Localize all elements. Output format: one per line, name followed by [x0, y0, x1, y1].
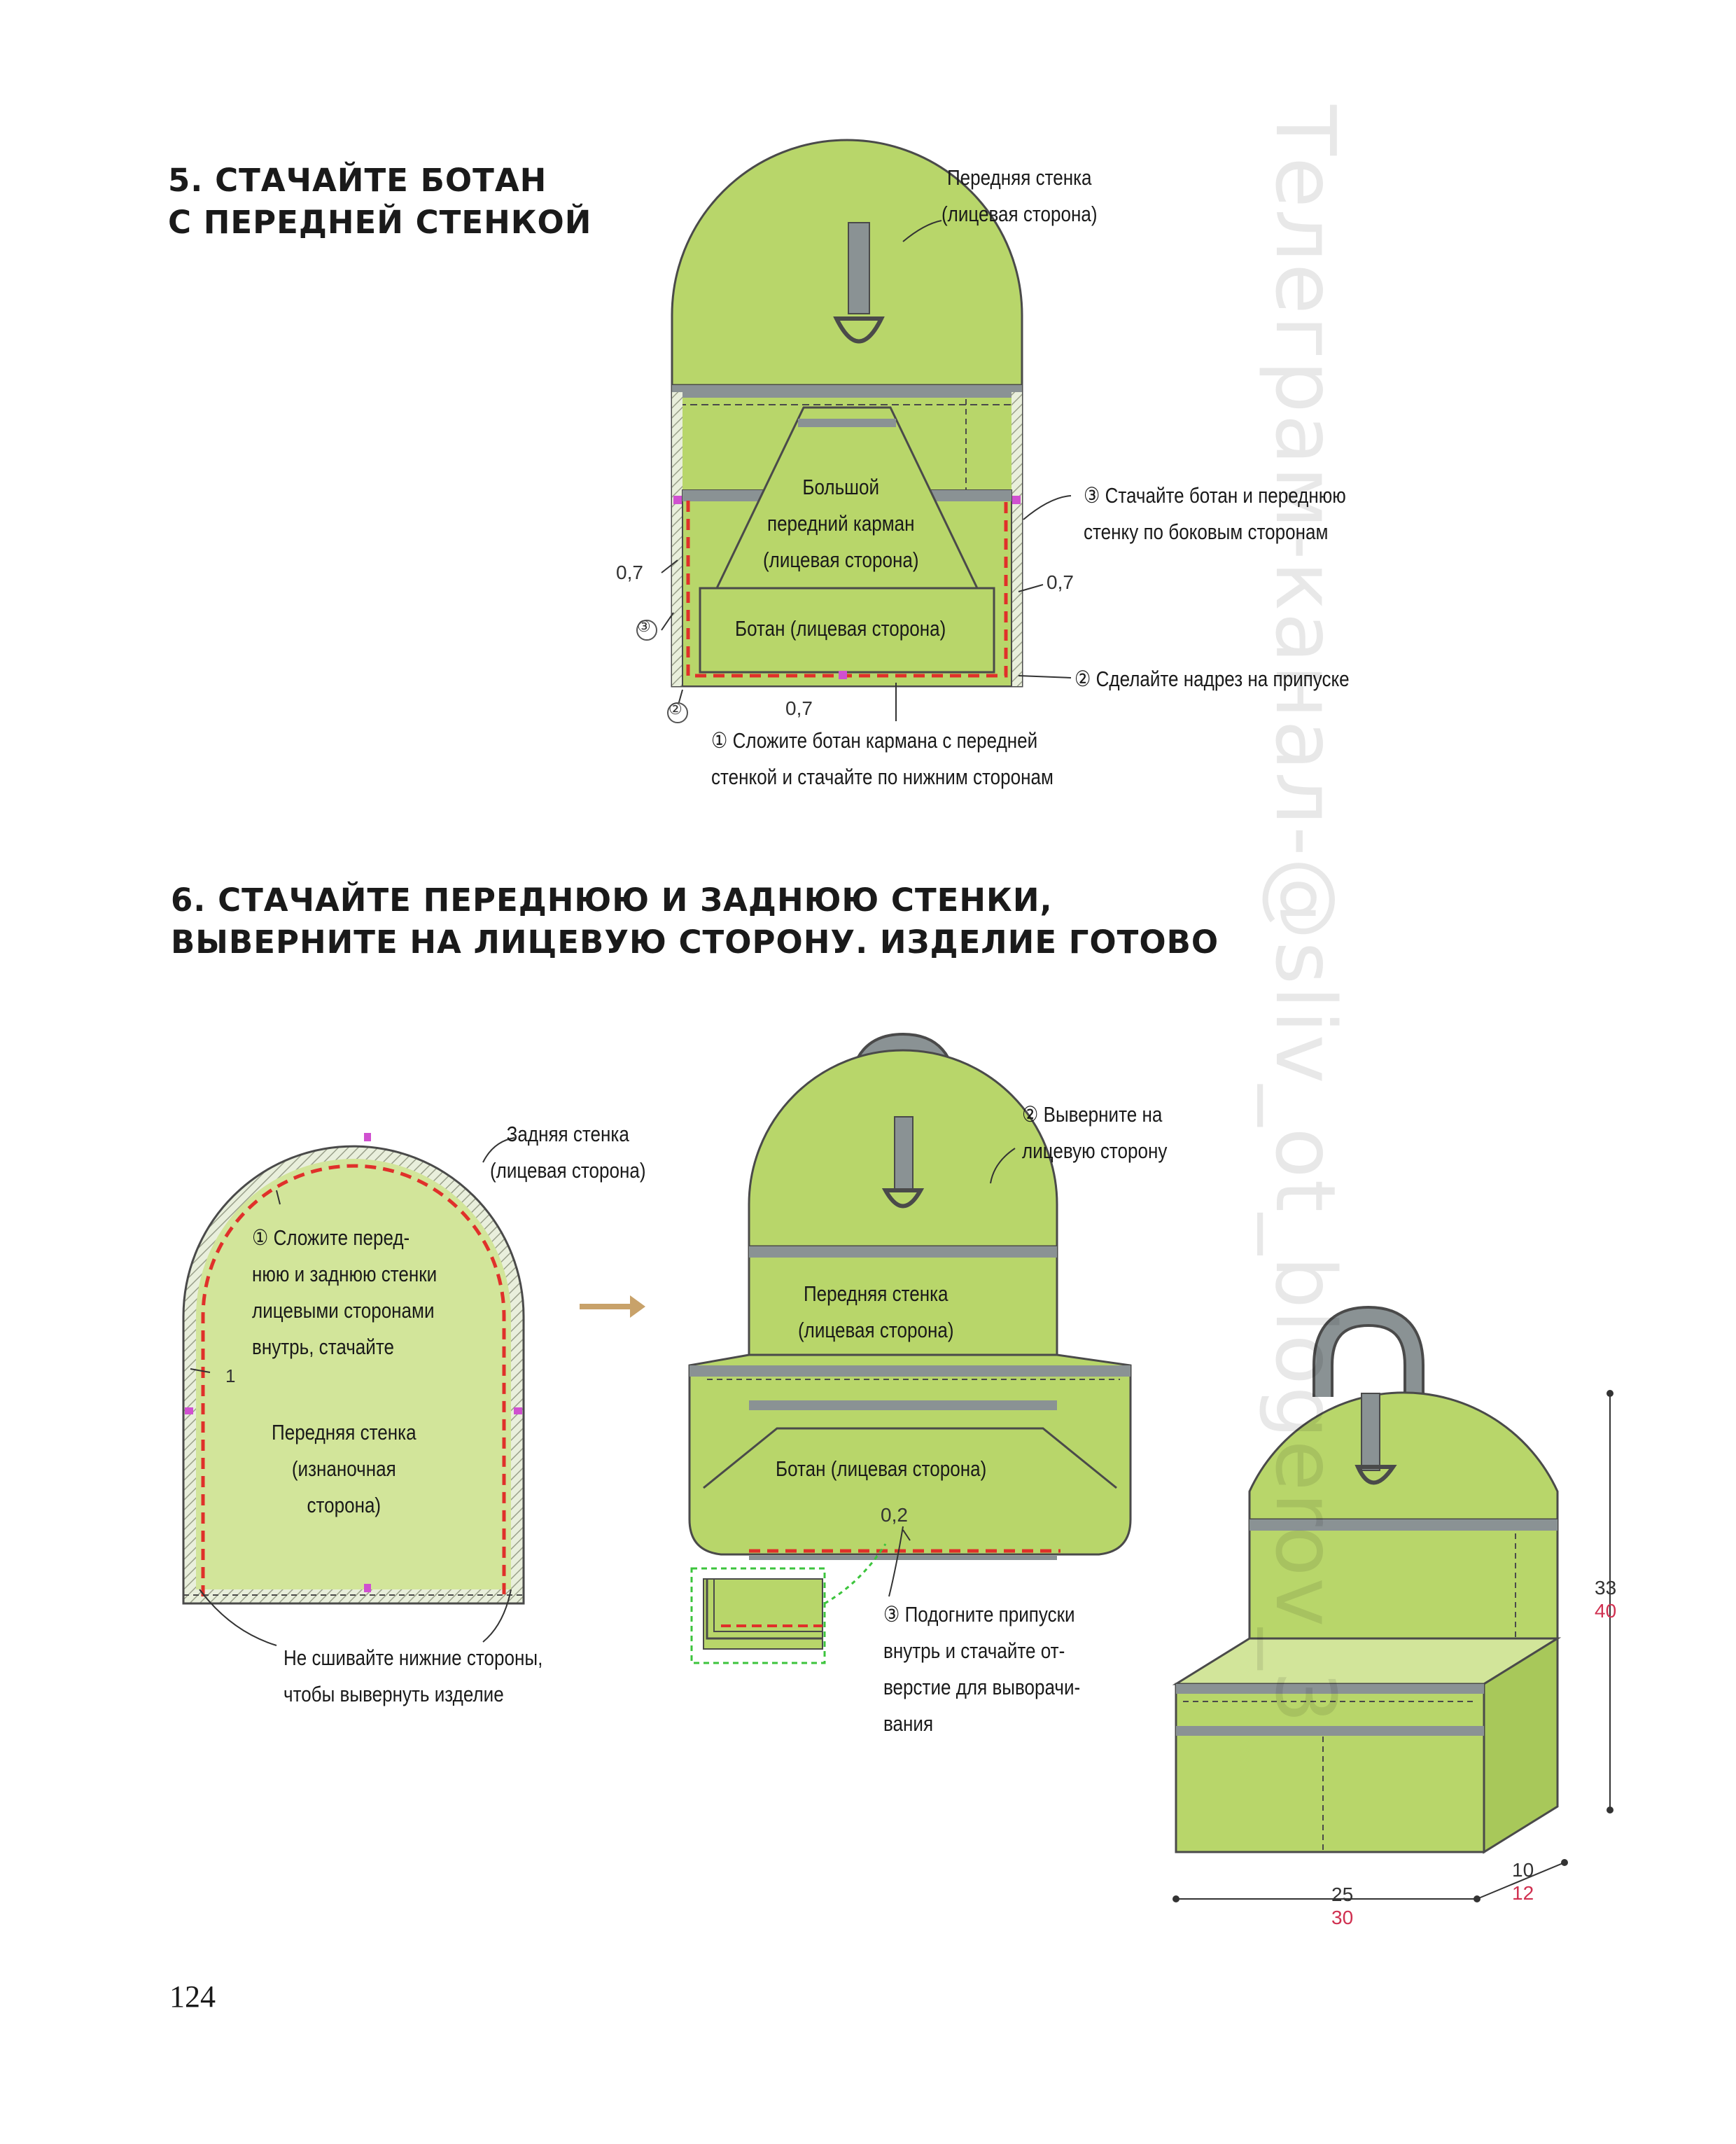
step-5-bottom-label: Ботан (лицевая сторона)	[735, 616, 946, 641]
step-5-marker-2: ②	[668, 700, 682, 718]
step-5-left-allowance: 0,7	[616, 562, 643, 583]
depth-small: 10	[1512, 1859, 1534, 1881]
step-6-front-wrong-label: Передняя стенка (изнаночная сторона)	[272, 1420, 416, 1517]
step-6-finished-diagram	[1172, 1305, 1614, 1902]
height-large: 40	[1595, 1600, 1617, 1622]
step-5-title-line-2: С ПЕРЕДНЕЙ СТЕНКОЙ	[168, 204, 592, 241]
arrow-icon	[580, 1295, 645, 1318]
step-5-front-wall	[671, 139, 1023, 387]
step-6-note-2: ② Выверните на лицевую сторону	[1022, 1102, 1168, 1163]
step-6-note-3: ③ Подогните припуски внутрь и стачайте о…	[883, 1602, 1081, 1736]
step-5-d-ring-icon	[833, 316, 885, 344]
step-6-middle-diagram	[688, 1032, 1132, 1664]
step-5-note-2: ② Сделайте надрез на припуске	[1074, 667, 1350, 691]
step-6-bottom-label: Ботан (лицевая сторона)	[776, 1456, 987, 1481]
step-5-big-pocket-label: Большой передний карман (лицевая сторона…	[763, 475, 919, 572]
step-5-note-3: ③ Стачайте ботан и переднюю стенку по бо…	[1084, 483, 1346, 544]
step-6-note-1: ① Сложите перед- нюю и заднюю стенки лиц…	[252, 1225, 438, 1359]
step-6-bottom-gap: 0,2	[881, 1504, 908, 1526]
finished-pocket-front	[1175, 1683, 1485, 1853]
step-5-front-wall-label: Передняя стенка (лицевая сторона)	[941, 165, 1098, 226]
step-6-side-allowance: 1	[225, 1365, 236, 1386]
page-number: 124	[169, 1979, 216, 2014]
step-5-diagram	[636, 139, 1072, 723]
step-6-title: 6. СТАЧАЙТЕ ПЕРЕДНЮЮ И ЗАДНЮЮ СТЕНКИ, ВЫ…	[171, 879, 1219, 963]
step-5-title-line-1: 5. СТАЧАЙТЕ БОТАН	[168, 162, 547, 199]
step-5-strap	[848, 222, 870, 314]
depth-large: 12	[1512, 1882, 1534, 1904]
watermark: Телеграм-канал-@sliv_ot_blogerov_3	[1257, 105, 1354, 1725]
step-6-front-right-label: Передняя стенка (лицевая сторона)	[798, 1281, 954, 1342]
step-5-note-1: ① Сложите ботан кармана с передней стенк…	[711, 728, 1054, 789]
step-6-title-line-2: ВЫВЕРНИТЕ НА ЛИЦЕВУЮ СТОРОНУ. ИЗДЕЛИЕ ГО…	[171, 924, 1219, 961]
step-6-stitch-line	[201, 1164, 506, 1596]
width-small: 25	[1331, 1884, 1354, 1905]
step-5-marker-3: ③	[637, 618, 651, 635]
step-6-back-wall-label: Задняя стенка (лицевая сторона)	[490, 1122, 646, 1183]
step-5-right-allowance: 0,7	[1046, 571, 1074, 593]
step-6-title-line-1: 6. СТАЧАЙТЕ ПЕРЕДНЮЮ И ЗАДНЮЮ СТЕНКИ,	[171, 882, 1053, 919]
height-small: 33	[1595, 1577, 1617, 1599]
step-5-title: 5. СТАЧАЙТЕ БОТАН С ПЕРЕДНЕЙ СТЕНКОЙ	[168, 160, 592, 244]
width-large: 30	[1331, 1907, 1354, 1928]
step-6-left-diagram	[182, 1133, 525, 1646]
depth-dimension-line	[1476, 1862, 1565, 1900]
step-6-no-sew-note: Не сшивайте нижние стороны, чтобы выверн…	[284, 1645, 543, 1706]
step-5-bottom-allowance: 0,7	[785, 697, 813, 719]
